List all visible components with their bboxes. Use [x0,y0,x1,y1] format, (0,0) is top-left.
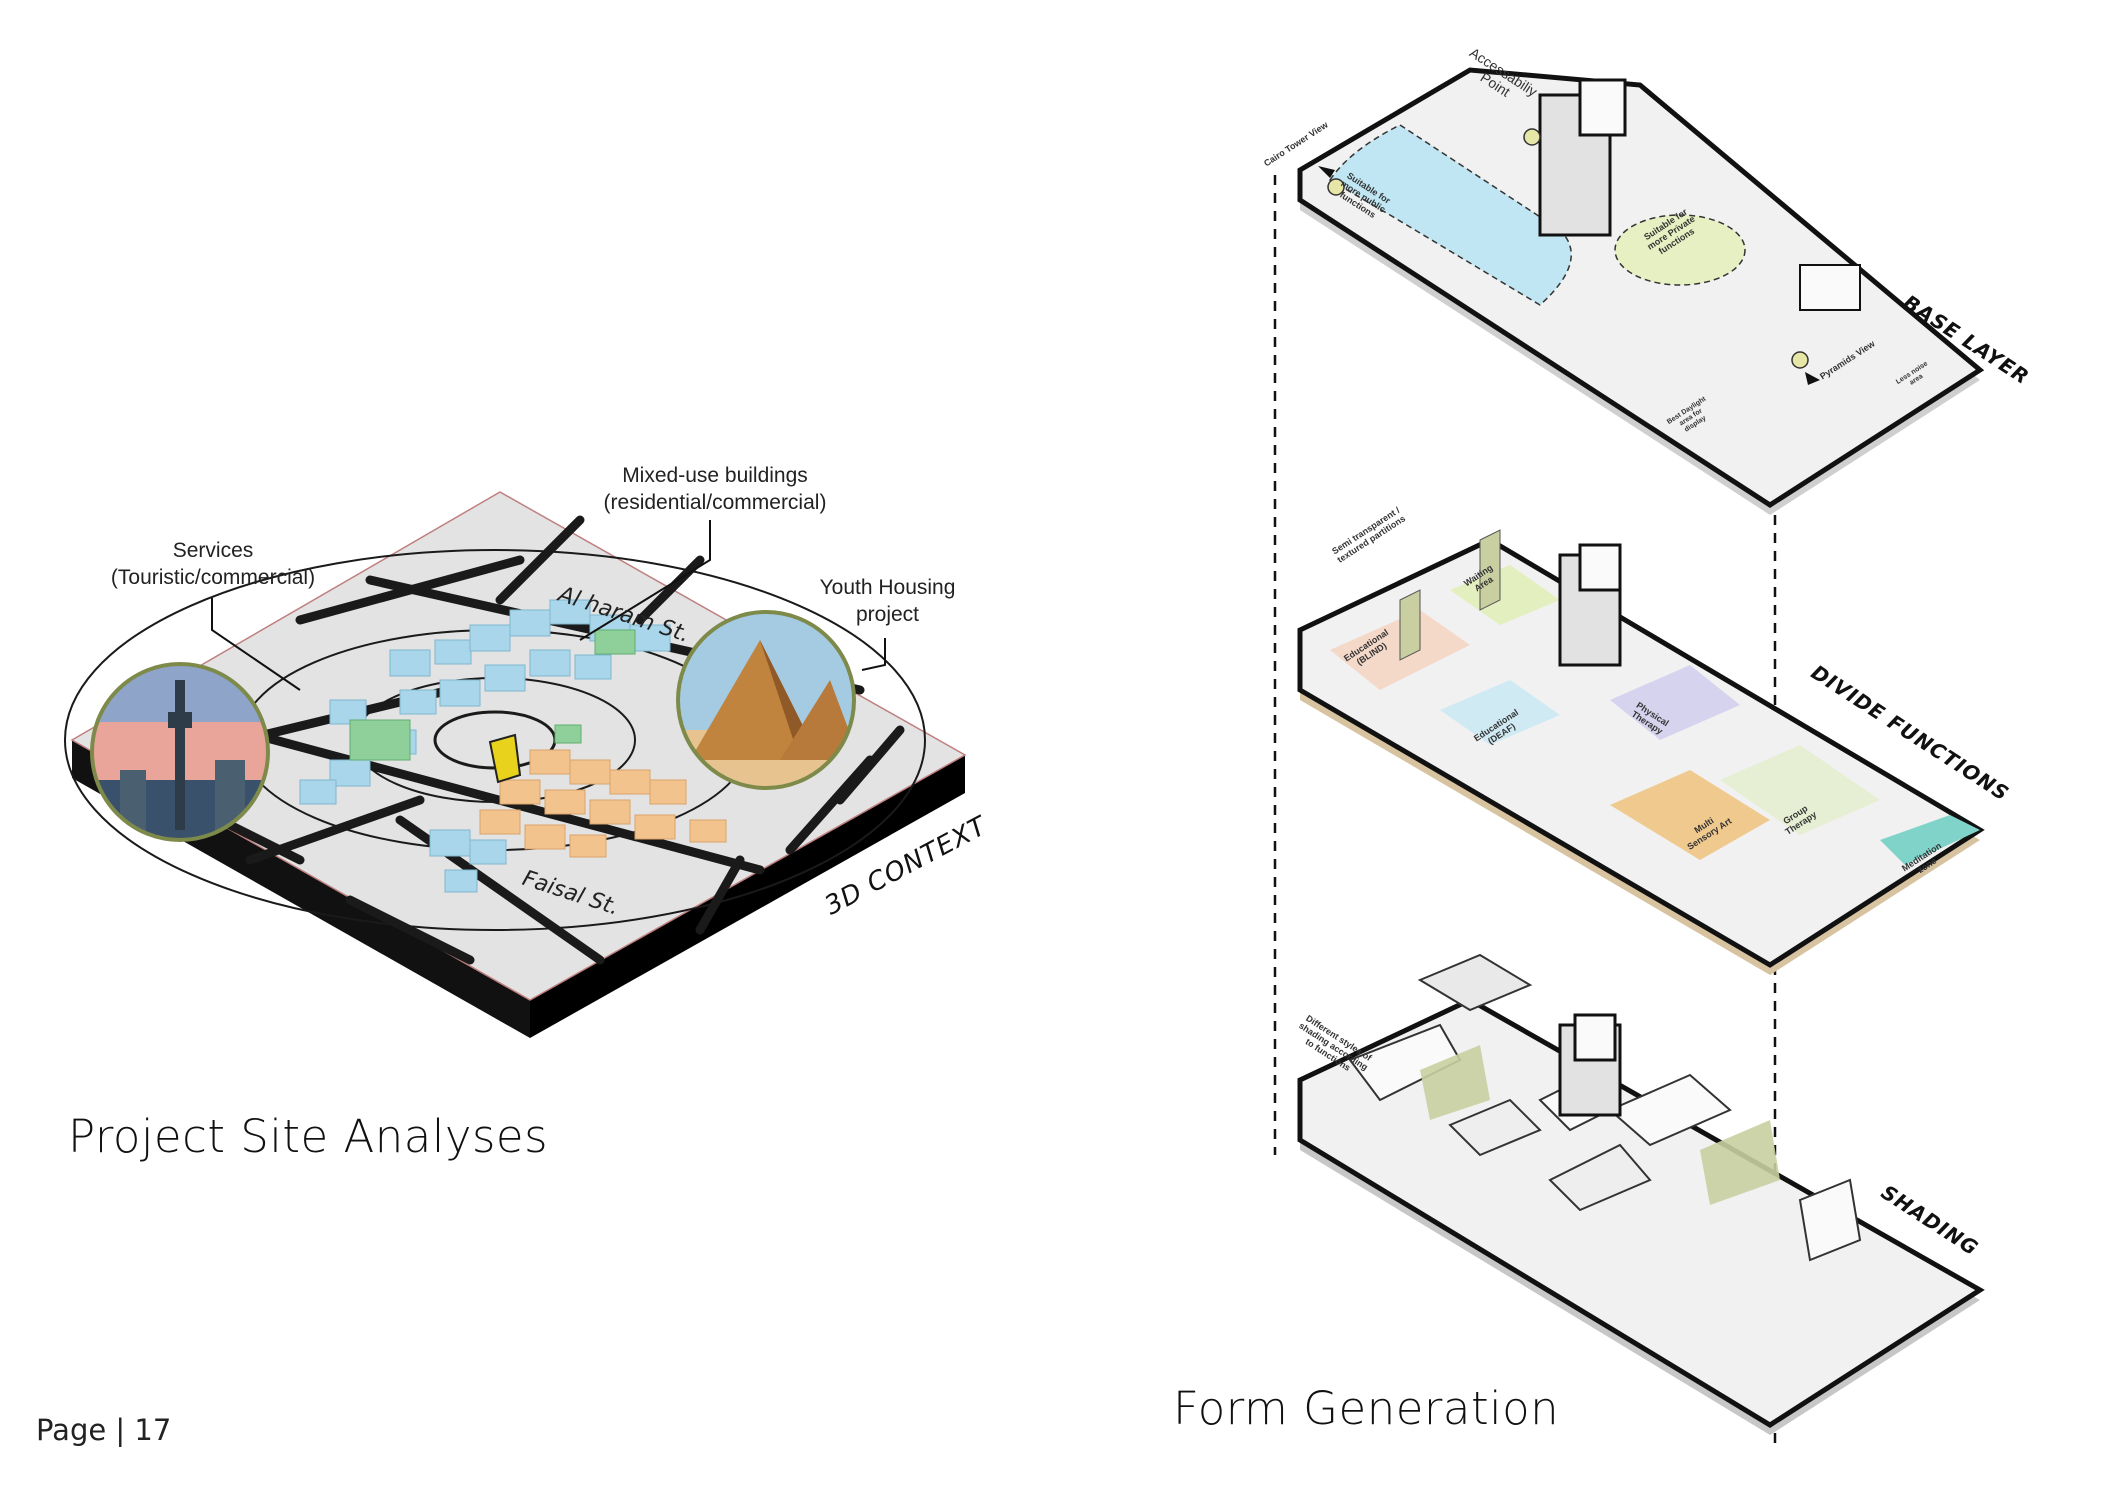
mixed-use-callout: Mixed-use buildings (residential/commerc… [603,464,827,514]
service-buildings [349,629,636,761]
shading-model [1297,953,1985,1435]
services-callout: Services (Touristic/commercial) [110,539,316,589]
project-site-marker [488,733,522,784]
pyramids-photo [676,610,856,790]
divide-functions-model [1297,529,1985,975]
page-number: Page | 17 [36,1413,172,1447]
cairo-view-arrow [1318,166,1335,178]
form-generation-title: Form Generation [1173,1382,1560,1435]
youth-housing-buildings [479,749,727,858]
pyramids-view-arrow [1805,372,1820,385]
callout-leaders [211,520,886,691]
base-layer-model [1297,67,1985,515]
youth-housing-callout: Youth Housing project [819,576,956,626]
map-slab-side-right [530,755,965,1038]
site-analyses-title: Project Site Analyses [68,1110,549,1163]
